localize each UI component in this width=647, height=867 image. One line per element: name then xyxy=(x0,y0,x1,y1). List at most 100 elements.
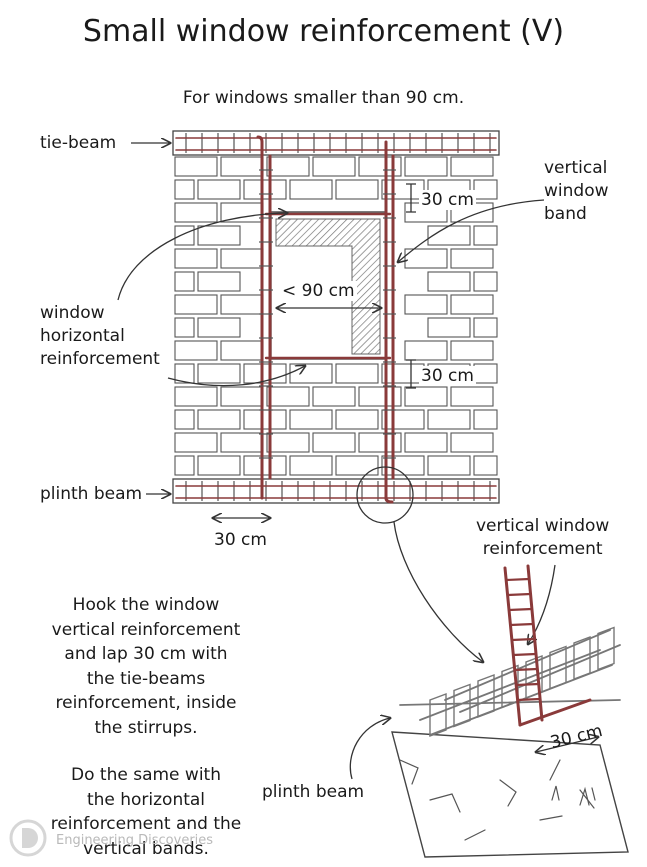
dimension-plinth-spacing: 30 cm xyxy=(212,530,269,550)
label-vertical-window-reinforcement: vertical window reinforcement xyxy=(476,515,609,561)
logo-icon xyxy=(9,819,47,857)
brick xyxy=(358,386,402,407)
instruction-line: the stirrups. xyxy=(94,717,198,738)
brick xyxy=(473,363,498,384)
brick-wall xyxy=(174,156,498,476)
brick xyxy=(197,363,241,384)
cage-stirrup xyxy=(429,692,447,738)
brick xyxy=(197,409,241,430)
tie-beam xyxy=(172,130,500,156)
brick xyxy=(358,432,402,453)
brick xyxy=(335,179,379,200)
instruction-line: the horizontal xyxy=(86,789,206,810)
brick xyxy=(243,455,287,476)
brick xyxy=(220,156,264,177)
label-line: vertical xyxy=(544,158,608,178)
dim-line-top-lap xyxy=(406,183,416,213)
detail-callout-leader xyxy=(393,521,483,662)
dimension-top-lap: 30 cm xyxy=(419,190,476,210)
label-plinth-beam-detail: plinth beam xyxy=(262,782,365,802)
detail-callout-circle xyxy=(356,466,414,524)
dim-line-bottom-lap xyxy=(406,359,416,389)
dimension-window-width: < 90 cm xyxy=(280,281,357,301)
brick xyxy=(197,317,241,338)
label-window-horizontal-reinforcement: window horizontal reinforcement xyxy=(40,302,160,371)
brick xyxy=(335,409,379,430)
label-line: window xyxy=(40,303,105,323)
brick xyxy=(473,179,498,200)
window-hatch xyxy=(275,218,381,355)
brick xyxy=(473,271,498,292)
ladder-rung xyxy=(507,607,533,612)
brick xyxy=(381,179,425,200)
brick xyxy=(289,179,333,200)
instruction-line: the tie-beams xyxy=(86,668,206,689)
instruction-line: vertical reinforcement xyxy=(51,619,241,640)
horizontal-reinforcement-leader-bottom xyxy=(167,366,305,387)
brick xyxy=(427,271,471,292)
brick xyxy=(335,455,379,476)
brick xyxy=(174,455,195,476)
plinth-beam-detail-sketch xyxy=(391,564,629,858)
brick xyxy=(220,248,264,269)
brick xyxy=(473,455,498,476)
brick xyxy=(197,455,241,476)
brick xyxy=(174,432,218,453)
brick xyxy=(174,202,218,223)
page-subtitle: For windows smaller than 90 cm. xyxy=(182,88,465,108)
foundation-rubble xyxy=(399,759,595,841)
plinth-detail-leader xyxy=(349,718,390,780)
label-line: reinforcement xyxy=(40,349,160,369)
brick xyxy=(450,294,494,315)
brick xyxy=(266,386,310,407)
brick xyxy=(174,179,195,200)
brick xyxy=(450,386,494,407)
instruction-line: vertical bands. xyxy=(83,838,209,859)
brick xyxy=(174,340,218,361)
brick xyxy=(381,363,425,384)
brick xyxy=(174,248,218,269)
dimension-bottom-lap: 30 cm xyxy=(419,366,476,386)
label-line: window xyxy=(544,181,609,201)
ladder-rung xyxy=(516,697,541,702)
instruction-hook: Hook the window vertical reinforcement a… xyxy=(30,593,262,740)
brick xyxy=(404,386,448,407)
brick xyxy=(427,455,471,476)
brick xyxy=(473,409,498,430)
brick xyxy=(220,294,264,315)
label-plinth-beam: plinth beam xyxy=(40,484,143,504)
instruction-line: reinforcement and the xyxy=(50,814,242,834)
brick xyxy=(473,317,498,338)
plinth-beam-elevation xyxy=(172,478,500,504)
brick xyxy=(381,409,425,430)
brick xyxy=(450,340,494,361)
ladder-rung xyxy=(512,652,537,657)
brick xyxy=(266,432,310,453)
brick xyxy=(404,340,448,361)
brick xyxy=(174,271,195,292)
foundation-stone xyxy=(391,731,629,858)
brick xyxy=(450,432,494,453)
brick xyxy=(174,156,218,177)
ladder-rung xyxy=(513,667,539,672)
brick xyxy=(358,156,402,177)
tie-beam-rebar xyxy=(175,137,497,151)
brick xyxy=(450,248,494,269)
grass-sketch xyxy=(551,785,596,806)
brick xyxy=(312,156,356,177)
ladder-rung xyxy=(506,592,532,597)
label-line: band xyxy=(544,204,587,224)
brick xyxy=(197,271,241,292)
instruction-line: reinforcement, inside xyxy=(55,693,237,713)
dim-line-detail-lap xyxy=(536,737,598,752)
brick xyxy=(404,432,448,453)
brick xyxy=(174,225,195,246)
brick xyxy=(197,225,241,246)
label-tie-beam: tie-beam xyxy=(40,133,117,153)
label-line: horizontal xyxy=(40,326,125,346)
brick xyxy=(174,409,195,430)
brick xyxy=(404,156,448,177)
cage-longitudinal-bars xyxy=(399,629,621,736)
ladder-rung xyxy=(515,682,540,687)
brick xyxy=(427,409,471,430)
